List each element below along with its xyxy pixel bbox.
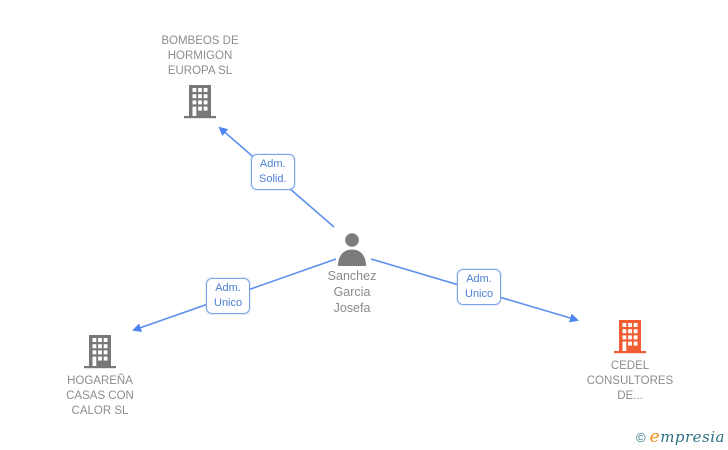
empresia-logo[interactable]: © empresia — [636, 427, 725, 447]
copyright-symbol: © — [636, 430, 646, 445]
edge-label-adm-unico-left: Adm. Unico — [206, 278, 251, 314]
empresia-wordmark: empresia — [650, 427, 725, 447]
company-name-bottom-left: HOGAREÑA CASAS CON CALOR SL — [66, 375, 134, 417]
edge-label-adm-unico-right: Adm. Unico — [457, 269, 502, 305]
company-node-bottom-right[interactable]: CEDEL CONSULTORES DE... — [555, 319, 705, 404]
empresia-initial: e — [649, 427, 661, 447]
person-name: Sanchez Garcia Josefa — [327, 269, 377, 315]
company-name-bottom-right: CEDEL CONSULTORES DE... — [586, 360, 674, 402]
building-icon — [184, 85, 216, 119]
person-node[interactable]: Sanchez Garcia Josefa — [292, 232, 412, 316]
edge-label-adm-solid: Adm. Solid. — [251, 154, 295, 190]
company-node-top[interactable]: BOMBEOS DE HORMIGON EUROPA SL — [130, 34, 270, 120]
building-icon — [614, 320, 646, 354]
company-name-top: BOMBEOS DE HORMIGON EUROPA SL — [161, 35, 239, 77]
person-icon — [338, 233, 366, 266]
building-icon — [84, 335, 116, 369]
empresia-rest: mpresia — [660, 428, 725, 446]
company-node-bottom-left[interactable]: HOGAREÑA CASAS CON CALOR SL — [35, 334, 165, 419]
